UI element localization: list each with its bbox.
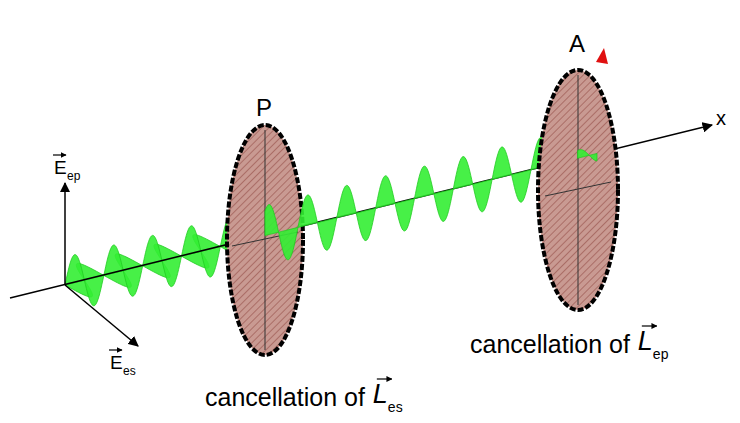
subscript: es	[388, 400, 403, 414]
axis-name: x	[716, 108, 726, 128]
subscript: ep	[67, 170, 80, 182]
field-vector-ep	[64, 183, 66, 285]
part-name: A	[569, 32, 585, 56]
field-vector-es	[65, 285, 138, 346]
note-text: cancellation of	[205, 385, 365, 410]
vector-symbol: E	[54, 158, 67, 177]
analyzer-marker	[596, 48, 608, 64]
vector-symbol: L	[373, 381, 388, 408]
vector-arrow	[109, 349, 122, 350]
polarized-wave	[265, 130, 578, 260]
analyzer-disk	[538, 70, 618, 310]
vector-arrow	[377, 378, 392, 379]
subscript: es	[123, 365, 136, 377]
wave-component	[578, 150, 597, 161]
vector-symbol: L	[638, 328, 653, 355]
vector-arrow	[53, 154, 66, 155]
vector-arrow	[642, 325, 657, 326]
part-name: P	[256, 96, 272, 120]
subscript: ep	[653, 347, 669, 361]
note-text: cancellation of	[470, 332, 630, 357]
wave-component	[265, 130, 578, 260]
vector-arrows	[377, 326, 657, 379]
vector-symbol: E	[110, 353, 123, 372]
residual-wave	[578, 150, 597, 161]
